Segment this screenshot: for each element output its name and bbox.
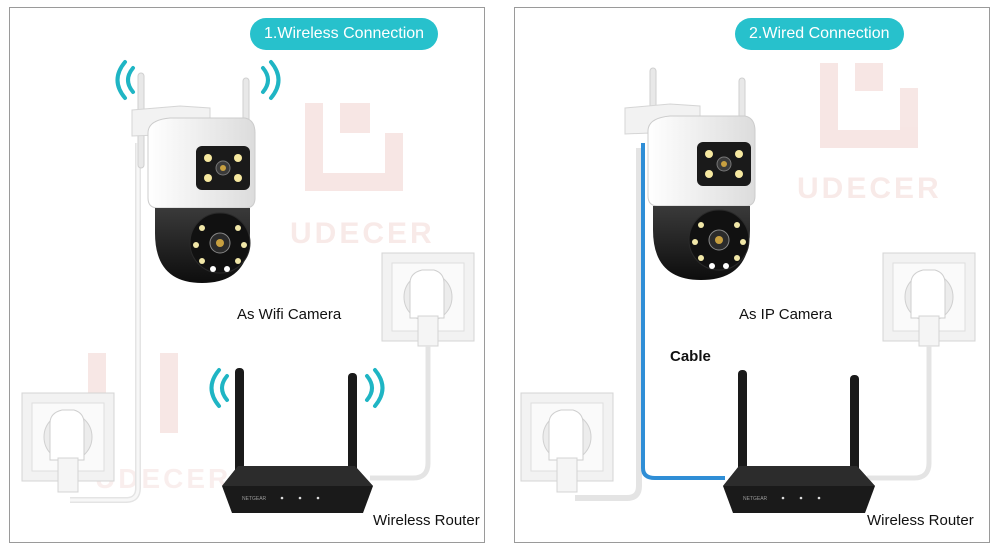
watermark-text-2: UDECER [95, 463, 231, 494]
panel-title: 1.Wireless Connection [250, 18, 439, 50]
camera-icon [624, 67, 756, 280]
router-power-cable [867, 346, 932, 481]
power-outlet-icon [882, 252, 976, 347]
camera-mode-label: As Wifi Camera [237, 306, 342, 323]
router-label: Wireless Router [373, 512, 480, 529]
router-brand: NETGEAR [242, 496, 267, 502]
watermark-text: UDECER [290, 217, 435, 250]
router-icon: NETGEAR [222, 368, 373, 513]
camera-mode-label: As IP Camera [739, 306, 833, 323]
wired-diagram-art: UDECER [520, 63, 976, 513]
wifi-waves-icon [209, 368, 385, 408]
router-power-cable [370, 346, 431, 481]
watermark-logo [820, 63, 918, 148]
router-icon: NETGEAR [723, 370, 875, 513]
router-label: Wireless Router [867, 512, 974, 529]
camera-icon [131, 72, 256, 283]
wifi-waves-icon [115, 60, 281, 100]
wired-connection-panel: 2.Wired Connection UDECER [514, 7, 990, 543]
camera-power-cable [575, 148, 642, 501]
panel-title: 2.Wired Connection [735, 18, 904, 50]
cable-label: Cable [670, 348, 711, 365]
router-brand: NETGEAR [743, 496, 768, 502]
ethernet-cable-icon [641, 143, 725, 480]
power-outlet-icon [381, 252, 475, 347]
power-outlet-icon [520, 392, 614, 493]
watermark-text: UDECER [797, 172, 942, 205]
wireless-connection-panel: 1.Wireless Connection UDECER UDECER [9, 7, 485, 543]
wireless-diagram-art: UDECER UDECER [21, 60, 475, 513]
power-outlet-icon [21, 392, 115, 493]
